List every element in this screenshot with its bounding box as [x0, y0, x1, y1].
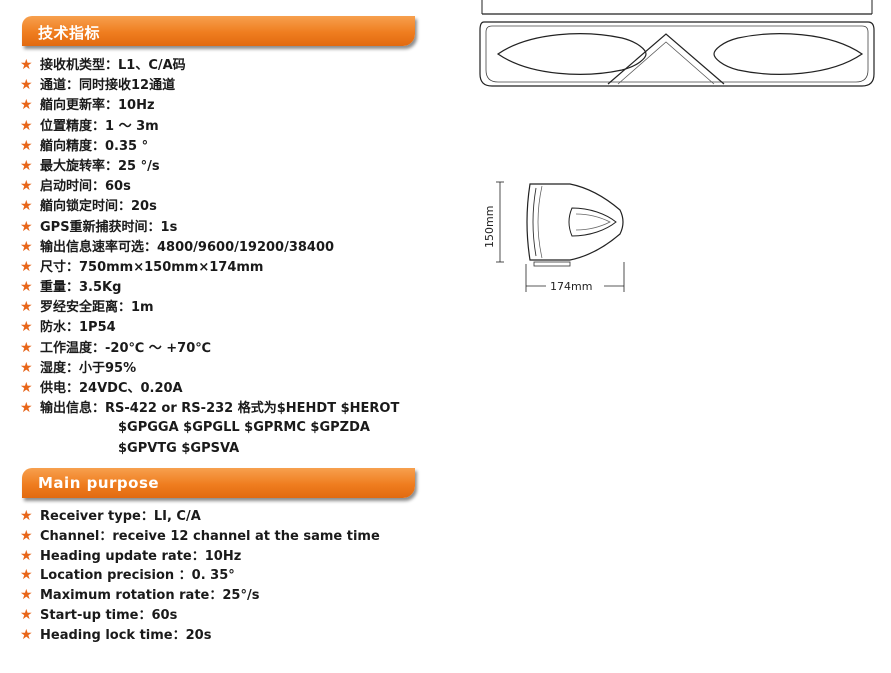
spec-item: ★接收机类型：L1、C/A码	[20, 55, 399, 75]
spec-item: ★输出信息速率可选：4800/9600/19200/38400	[20, 237, 399, 257]
spec-item: ★输出信息：RS-422 or RS-232 格式为$HEHDT $HEROT	[20, 398, 399, 418]
star-icon: ★	[20, 198, 33, 215]
star-icon: ★	[20, 117, 33, 134]
star-icon: ★	[20, 339, 33, 356]
spec-item: ★湿度：小于95%	[20, 358, 399, 378]
star-icon: ★	[20, 547, 33, 564]
spec-item: ★GPS重新捕获时间：1s	[20, 217, 399, 237]
spec-item: ★通道：同时接收12通道	[20, 75, 399, 95]
spec-item: ★工作温度：-20℃ ～ +70℃	[20, 338, 399, 358]
side-view-drawing: 150mm 174mm	[483, 181, 625, 293]
star-icon: ★	[20, 57, 33, 73]
spec-item: ★尺寸：750mm×150mm×174mm	[20, 257, 399, 277]
star-icon: ★	[20, 178, 33, 195]
star-icon: ★	[20, 400, 33, 417]
star-icon: ★	[20, 359, 33, 376]
spec-item: ★防水：1P54	[20, 317, 399, 337]
star-icon: ★	[20, 508, 33, 524]
spec-item: ★供电：24VDC、0.20A	[20, 378, 399, 398]
spec-list: ★接收机类型：L1、C/A码 ★通道：同时接收12通道 ★艏向更新率：10Hz …	[20, 55, 399, 459]
spec-item: ★启动时间：60s	[20, 176, 399, 196]
star-icon: ★	[20, 218, 33, 235]
star-icon: ★	[20, 527, 33, 544]
main-section-banner: Main purpose	[22, 468, 415, 498]
star-icon: ★	[20, 567, 33, 584]
spec-item: ★艏向更新率：10Hz	[20, 95, 399, 115]
star-icon: ★	[20, 279, 33, 296]
star-icon: ★	[20, 137, 33, 154]
top-view-drawing	[479, 0, 875, 87]
star-icon: ★	[20, 97, 33, 114]
purpose-item: ★Start-up time：60s	[20, 606, 380, 626]
purpose-item: ★Location precision ：0. 35°	[20, 566, 380, 586]
star-icon: ★	[20, 626, 33, 643]
spec-item: ★罗经安全距离：1m	[20, 297, 399, 317]
star-icon: ★	[20, 258, 33, 275]
star-icon: ★	[20, 606, 33, 623]
spec-section-title: 技术指标	[38, 24, 101, 42]
spec-item: ★重量：3.5Kg	[20, 277, 399, 297]
spec-item: ★位置精度：1 ～ 3m	[20, 116, 399, 136]
spec-section-banner: 技术指标	[22, 16, 415, 46]
star-icon: ★	[20, 238, 33, 255]
star-icon: ★	[20, 319, 33, 336]
purpose-item: ★Channel：receive 12 channel at the same …	[20, 527, 380, 547]
star-icon: ★	[20, 380, 33, 396]
purpose-item: ★Heading lock time：20s	[20, 626, 380, 646]
width-dimension-label: 174mm	[550, 280, 592, 293]
main-section-title: Main purpose	[38, 474, 160, 492]
spec-item: ★最大旋转率：25 °/s	[20, 156, 399, 176]
star-icon: ★	[20, 587, 33, 604]
spec-item: ★艏向锁定时间：20s	[20, 196, 399, 216]
purpose-item: ★Receiver type：LI, C/A	[20, 507, 380, 527]
spec-item-continuation: $GPGGA $GPGLL $GPRMC $GPZDA	[118, 420, 370, 436]
height-dimension-label: 150mm	[483, 206, 496, 248]
spec-item: ★艏向精度：0.35 °	[20, 136, 399, 156]
purpose-item: ★Maximum rotation rate：25°/s	[20, 586, 380, 606]
purpose-item: ★Heading update rate：10Hz	[20, 547, 380, 567]
main-purpose-list: ★Receiver type：LI, C/A ★Channel：receive …	[20, 507, 380, 646]
star-icon: ★	[20, 77, 33, 94]
star-icon: ★	[20, 299, 33, 316]
star-icon: ★	[20, 157, 33, 174]
spec-item-continuation: $GPVTG $GPSVA	[118, 440, 240, 456]
